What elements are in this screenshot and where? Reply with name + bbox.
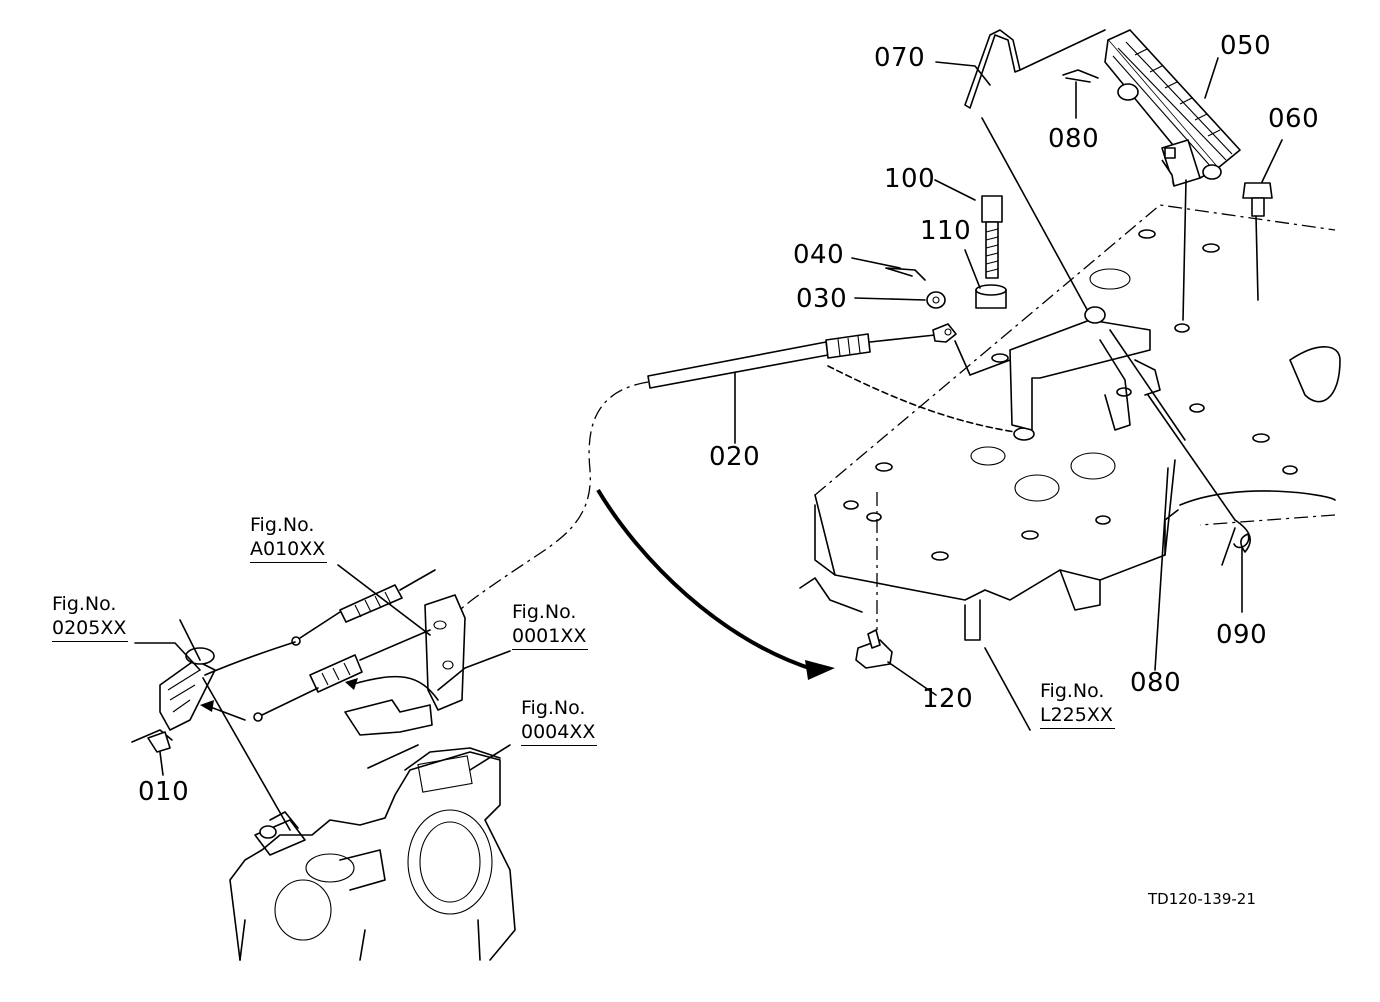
engine-housing [229,747,516,961]
fig-ref-prefix: Fig.No. [512,601,577,623]
fig-ref-0001xx: Fig.No. 0001XX [512,601,589,650]
part-label-030: 030 [796,284,848,314]
part-label-100: 100 [884,164,936,194]
drawing-id: TD120-139-21 [1148,890,1256,908]
fig-ref-l225xx: Fig.No. L225XX [1040,680,1115,729]
fig-ref-code: 0004XX [521,721,598,746]
part-label-120: 120 [922,684,974,714]
fig-ref-prefix: Fig.No. [52,593,117,615]
fig-ref-prefix: Fig.No. [1040,680,1105,702]
fig-ref-0004xx: Fig.No. 0004XX [521,697,598,746]
fig-ref-prefix: Fig.No. [521,697,586,719]
accelerator-pedal [1104,29,1241,180]
leader-lines [134,57,1283,776]
part-label-040: 040 [793,240,845,270]
cable-bracket [344,594,466,736]
part-label-110: 110 [920,216,972,246]
cable-ends [200,569,436,722]
clip-120 [855,492,893,669]
bolt-100 [981,195,1003,279]
bolt-060 [1242,182,1273,301]
part-label-050: 050 [1220,31,1272,61]
fig-ref-0205xx: Fig.No. 0205XX [52,593,129,642]
pedal-bracket [1161,139,1201,187]
part-label-080-top: 080 [1048,124,1100,154]
cotter-pin-080-top [1062,69,1099,83]
washer-030 [926,291,946,309]
fig-ref-a010xx: Fig.No. A010XX [250,514,328,563]
throttle-cable-020 [459,323,957,611]
part-label-060: 060 [1268,104,1320,134]
injection-lever [131,619,291,831]
cable-routing-guide [827,365,1016,433]
part-label-020: 020 [709,442,761,472]
fig-ref-code: L225XX [1040,704,1115,729]
fig-ref-code: 0001XX [512,625,589,650]
part-label-010: 010 [138,777,190,807]
spring-090 [1147,394,1251,566]
fig-ref-prefix: Fig.No. [250,514,315,536]
pin-040 [885,267,926,281]
part-label-070: 070 [874,43,926,73]
nut-110 [975,284,1007,309]
floor-plate [799,179,1341,641]
fig-ref-code: 0205XX [52,617,129,642]
part-label-080-right: 080 [1130,668,1182,698]
part-label-090: 090 [1216,620,1268,650]
fig-ref-code: A010XX [250,538,328,563]
routing-arrow [596,488,835,680]
